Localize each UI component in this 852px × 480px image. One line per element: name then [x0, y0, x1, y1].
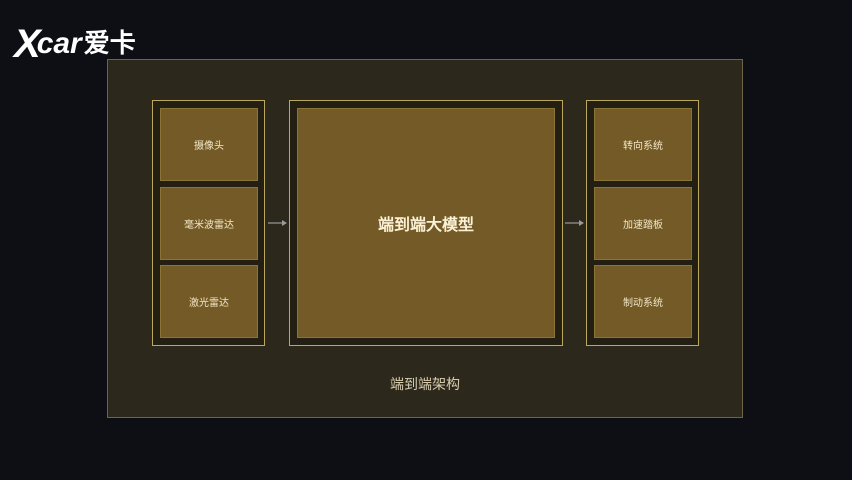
diagram-caption: 端到端架构 [390, 377, 460, 393]
logo-x: X [14, 22, 41, 66]
input-box-lidar: 激光雷达 [160, 265, 258, 338]
output-box-brake: 制动系统 [594, 265, 692, 338]
arrow-right-icon [565, 220, 584, 226]
arrow-right-icon [268, 220, 287, 226]
model-box: 端到端大模型 [297, 108, 555, 338]
logo-chinese: 爱卡 [83, 29, 136, 59]
output-box-accelerator: 加速踏板 [594, 187, 692, 260]
output-box-steering: 转向系统 [594, 108, 692, 181]
input-box-camera: 摄像头 [160, 108, 258, 181]
xcar-logo: X car 爱卡 [14, 24, 136, 64]
logo-car: car [36, 27, 82, 60]
input-box-mmwave-radar: 毫米波雷达 [160, 187, 258, 260]
